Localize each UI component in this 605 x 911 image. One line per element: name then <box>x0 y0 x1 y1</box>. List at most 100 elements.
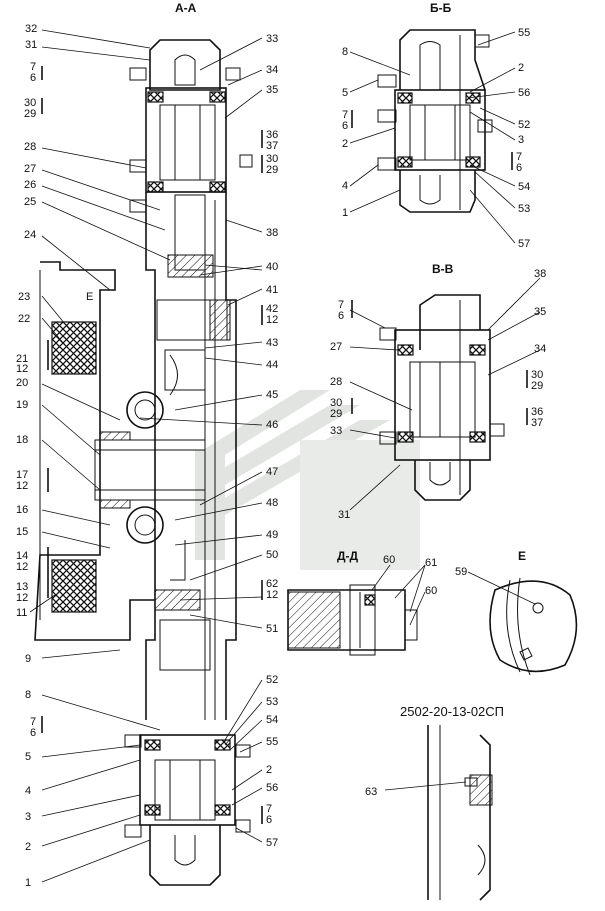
callout-label: 42 <box>266 303 278 315</box>
callout-label: 12 <box>266 589 278 601</box>
callout-label: 6 <box>516 162 522 174</box>
callout-label: 29 <box>330 408 342 420</box>
callout-label: 15 <box>16 526 28 538</box>
callout-label: 34 <box>534 343 546 355</box>
callout-label: 40 <box>266 261 278 273</box>
callout-label: 3 <box>518 134 524 146</box>
callout-label: 38 <box>266 227 278 239</box>
callout-label: 26 <box>24 179 36 191</box>
callout-label: 31 <box>338 509 350 521</box>
callout-label: 32 <box>25 23 37 35</box>
section-title-vv: В-В <box>432 262 454 276</box>
callout-label: 29 <box>531 380 543 392</box>
section-vv-view <box>379 294 505 501</box>
callout-label: 52 <box>266 674 278 686</box>
callout-label: 48 <box>266 497 278 509</box>
callout-label: 55 <box>266 736 278 748</box>
callout-label: 37 <box>531 417 543 429</box>
detail-e-marker: Е <box>86 291 93 303</box>
callout-label: 45 <box>266 389 278 401</box>
callout-label: 6 <box>342 120 348 132</box>
callout-label: 29 <box>24 108 36 120</box>
callout-label: 41 <box>266 284 278 296</box>
section-aa-view <box>34 39 253 886</box>
callout-label: 56 <box>518 87 530 99</box>
callout-label: 35 <box>266 84 278 96</box>
aa-leader-lines-left <box>29 29 171 883</box>
detail-e-view <box>467 571 578 676</box>
section-title-e: Е <box>518 549 526 563</box>
callout-label: 30 <box>330 397 342 409</box>
callout-label: 50 <box>266 549 278 561</box>
callout-label: 28 <box>330 376 342 388</box>
callout-label: 43 <box>266 337 278 349</box>
callout-label: 7 <box>342 109 348 121</box>
callout-label: 4 <box>25 785 31 797</box>
callout-label: 22 <box>18 313 30 325</box>
callout-label: 7 <box>30 61 36 73</box>
callout-label: 12 <box>16 363 28 375</box>
section-title-dd: Д-Д <box>337 549 359 563</box>
bb-leader-lines <box>349 31 516 244</box>
callout-label: 35 <box>534 306 546 318</box>
callout-label: 53 <box>266 696 278 708</box>
callout-label: 2 <box>518 62 524 74</box>
callout-label: 13 <box>16 581 28 593</box>
callout-label: 60 <box>425 585 437 597</box>
callout-label: 27 <box>24 163 36 175</box>
callout-label: 46 <box>266 419 278 431</box>
callout-label: 38 <box>534 268 546 280</box>
callout-label: 8 <box>25 689 31 701</box>
callout-label: 12 <box>16 561 28 573</box>
drawing-code: 2502-20-13-02СП <box>400 704 504 719</box>
callout-label: 2 <box>25 841 31 853</box>
callout-label: 24 <box>24 229 36 241</box>
callout-label: 6 <box>30 72 36 84</box>
callout-label: 33 <box>330 425 342 437</box>
callout-label: 18 <box>16 434 28 446</box>
callout-label: 57 <box>518 238 530 250</box>
section-title-bb: Б-Б <box>430 1 452 15</box>
callout-label: 17 <box>16 469 28 481</box>
dd-leader-lines <box>371 564 426 626</box>
callout-label: 9 <box>25 653 31 665</box>
callout-label: 6 <box>266 814 272 826</box>
callout-label: 37 <box>266 140 278 152</box>
callout-label: 36 <box>266 129 278 141</box>
callout-label: 27 <box>330 341 342 353</box>
callout-label: 21 <box>16 353 28 365</box>
callout-label: 16 <box>16 504 28 516</box>
callout-label: 29 <box>266 164 278 176</box>
callout-label: 8 <box>342 46 348 58</box>
callout-label: 57 <box>266 837 278 849</box>
labels: А-А Б-Б В-В Д-Д Е Е 2502-20-13-02СП 32 3… <box>16 1 546 889</box>
callout-label: 55 <box>518 27 530 39</box>
callout-label: 31 <box>25 39 37 51</box>
callout-label: 30 <box>24 97 36 109</box>
callout-label: 59 <box>455 566 467 578</box>
callout-label: 25 <box>24 196 36 208</box>
vv-leader-lines <box>349 277 541 511</box>
watermark-logo <box>195 390 420 570</box>
callout-label: 52 <box>518 119 530 131</box>
callout-label: 23 <box>18 291 30 303</box>
section-title-aa: А-А <box>175 1 197 15</box>
callout-label: 47 <box>266 466 278 478</box>
callout-label: 30 <box>266 153 278 165</box>
callout-label: 12 <box>16 592 28 604</box>
callout-label: 4 <box>342 180 348 192</box>
callout-label: 12 <box>266 314 278 326</box>
callout-label: 51 <box>266 623 278 635</box>
callout-label: 54 <box>266 714 278 726</box>
callout-label: 63 <box>365 786 377 798</box>
callout-label: 7 <box>516 151 522 163</box>
callout-label: 20 <box>16 377 28 389</box>
callout-label: 56 <box>266 782 278 794</box>
callout-label: 6 <box>338 310 344 322</box>
callout-label: 54 <box>518 181 530 193</box>
callout-label: 7 <box>266 803 272 815</box>
callout-label: 33 <box>266 33 278 45</box>
callout-label: 19 <box>16 399 28 411</box>
aa-leader-lines-right <box>139 37 263 843</box>
